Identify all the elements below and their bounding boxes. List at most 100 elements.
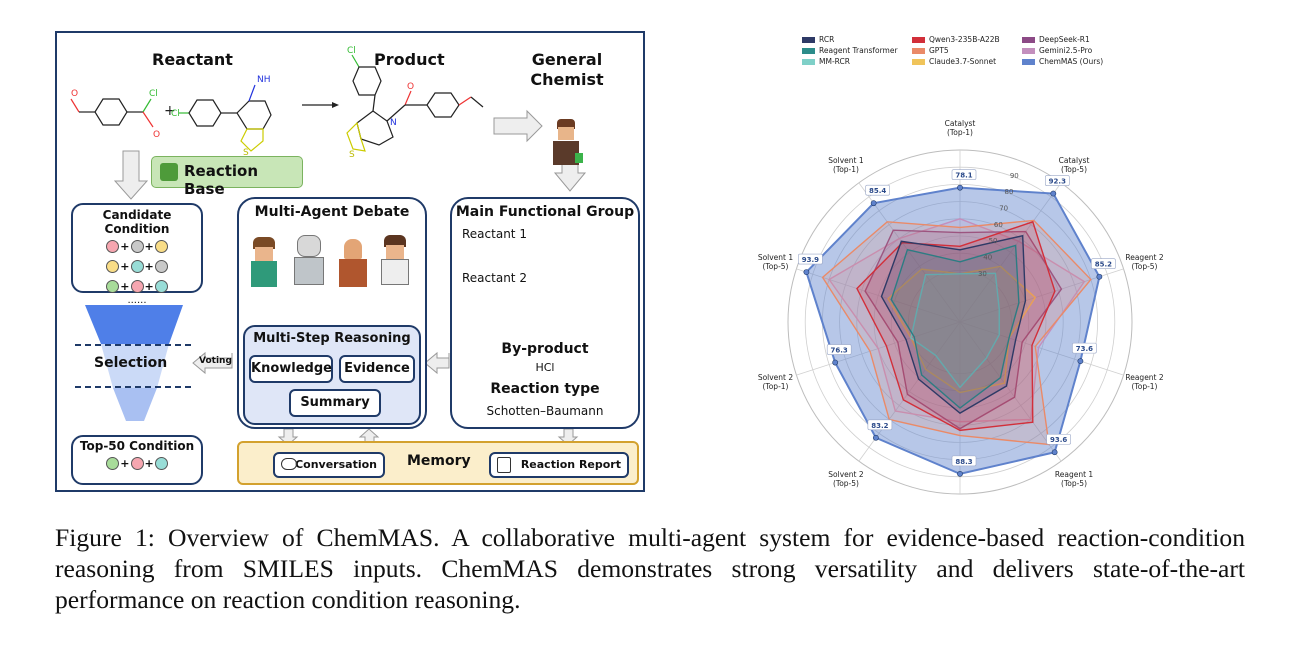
radar-plot: 78.192.385.273.693.688.383.276.393.985.4… (758, 119, 1164, 495)
chemmas-marker (803, 269, 810, 275)
document-icon (497, 457, 511, 473)
value-label-box (1072, 342, 1097, 354)
evidence-pill: Evidence (339, 355, 415, 383)
chemmas-marker (1096, 273, 1103, 280)
multi-step-reasoning-box: Multi-Step Reasoning Knowledge Evidence … (243, 325, 421, 425)
chemmas-marker (957, 470, 963, 477)
value-label: 88.3 (955, 458, 972, 466)
legend-item: MM-RCR (802, 57, 850, 66)
axis-sublabel: (Top-5) (762, 262, 788, 271)
legend-label: Qwen3-235B-A22B (929, 35, 1000, 44)
value-label: 93.6 (1050, 436, 1067, 444)
axis-label: Solvent 2 (758, 373, 794, 382)
multi-agent-debate-box: Multi-Agent Debate Multi-Step Reasoning … (237, 197, 427, 429)
value-label-box (951, 455, 977, 467)
axis-label: Reagent 2 (1125, 253, 1164, 262)
general-chemist-avatar (545, 117, 585, 173)
axis-spoke (959, 321, 1124, 376)
reactant2-label: Reactant 2 (462, 271, 527, 285)
chemmas-marker (1051, 449, 1058, 456)
product-label: Product (374, 50, 445, 69)
condition-row: ++ (73, 276, 201, 296)
axis-sublabel: (Top-5) (1061, 165, 1087, 174)
figure-caption: Figure 1: Overview of ChemMAS. A collabo… (55, 523, 1245, 614)
value-label: 93.9 (802, 256, 819, 264)
multi-agent-debate-title: Multi-Agent Debate (254, 204, 410, 220)
axis-sublabel: (Top-1) (947, 128, 973, 137)
main-functional-group-title: Main Functional Group (455, 204, 635, 220)
axis-sublabel: (Top-5) (833, 479, 859, 488)
memory-label: Memory (407, 453, 471, 469)
candidate-condition-box: Candidate Condition ++ ++ ++ ...... (71, 203, 203, 306)
value-label-box (1091, 258, 1116, 270)
value-label-box (951, 169, 977, 180)
axis-spoke (796, 268, 961, 323)
atom-o-3: O (407, 82, 414, 92)
axis-label: Catalyst (1059, 156, 1090, 165)
axis-spoke (959, 268, 1124, 323)
series-polygon-mm-rcr (910, 272, 1000, 389)
value-label: 85.4 (869, 187, 886, 195)
value-label-box (1045, 175, 1070, 186)
axis-sublabel: (Top-1) (1132, 382, 1158, 391)
candidate-ellipsis: ...... (127, 295, 147, 306)
axis-sublabel: (Top-5) (1132, 262, 1158, 271)
legend-swatch (1022, 48, 1035, 54)
tick-label: 90 (1010, 172, 1019, 180)
agent-2-avatar (289, 233, 329, 289)
product-molecule (346, 54, 484, 152)
tick-label: 30 (978, 270, 987, 278)
value-label-box (865, 184, 890, 196)
chemmas-marker (1077, 358, 1084, 365)
legend-swatch (802, 59, 815, 65)
series-polygon-qwen3-235b-a22b (856, 220, 1056, 432)
legend-label: GPT5 (929, 46, 949, 55)
legend-swatch (1022, 37, 1035, 43)
legend-item: ChemMAS (Ours) (1022, 57, 1103, 66)
reaction-report-label: Reaction Report (520, 458, 621, 471)
legend-label: ChemMAS (Ours) (1039, 57, 1104, 66)
tick-label: 70 (999, 204, 1008, 212)
conversation-pill: Conversation (273, 452, 385, 478)
tick-label: 40 (983, 254, 992, 262)
by-product-value: HCl (535, 361, 555, 374)
voting-label: Voting (199, 356, 232, 366)
series-polygon-rcr (880, 234, 1027, 415)
legend-item: Qwen3-235B-A22B (912, 35, 1000, 44)
tick-label: 60 (994, 221, 1003, 229)
overview-panel: Reactant Product General Chemist O Cl O … (55, 31, 645, 492)
atom-s-2: S (349, 150, 355, 160)
by-product-label: By-product (501, 341, 589, 357)
reaction-type-value: Schotten–Baumann (486, 404, 604, 418)
top50-condition-box: Top-50 Condition ++ (71, 435, 203, 485)
legend-swatch (912, 37, 925, 43)
value-label: 76.3 (831, 347, 848, 355)
condition-row: ++ (73, 236, 201, 256)
legend-swatch (802, 48, 815, 54)
plus-sign: + (164, 103, 176, 119)
reaction-report-pill: Reaction Report (489, 452, 629, 478)
legend-swatch (912, 48, 925, 54)
legend-label: Reagent Transformer (819, 46, 898, 55)
axis-spoke (858, 182, 961, 323)
atom-o-2: O (153, 130, 160, 140)
legend-item: DeepSeek-R1 (1022, 35, 1090, 44)
series-polygon-gemini2-5-pro (828, 218, 1086, 423)
chemmas-marker (957, 184, 963, 191)
main-functional-group-box: Main Functional Group Reactant 1 Reactan… (450, 197, 640, 429)
reaction-type-label: Reaction type (490, 381, 600, 397)
general-chemist-label: General Chemist (530, 50, 604, 89)
atom-cl-3: Cl (347, 46, 356, 56)
top50-title: Top-50 Condition (79, 439, 195, 453)
value-label-box (867, 419, 893, 431)
axis-label: Catalyst (945, 119, 976, 128)
legend-item: RCR (802, 35, 834, 44)
tick-label: 80 (1005, 188, 1014, 196)
legend-label: RCR (819, 35, 835, 44)
chat-bubble-icon (281, 458, 297, 470)
database-icon (160, 163, 178, 181)
legend-swatch (912, 59, 925, 65)
atom-s-1: S (243, 148, 249, 158)
multi-step-reasoning-title: Multi-Step Reasoning (253, 331, 411, 346)
